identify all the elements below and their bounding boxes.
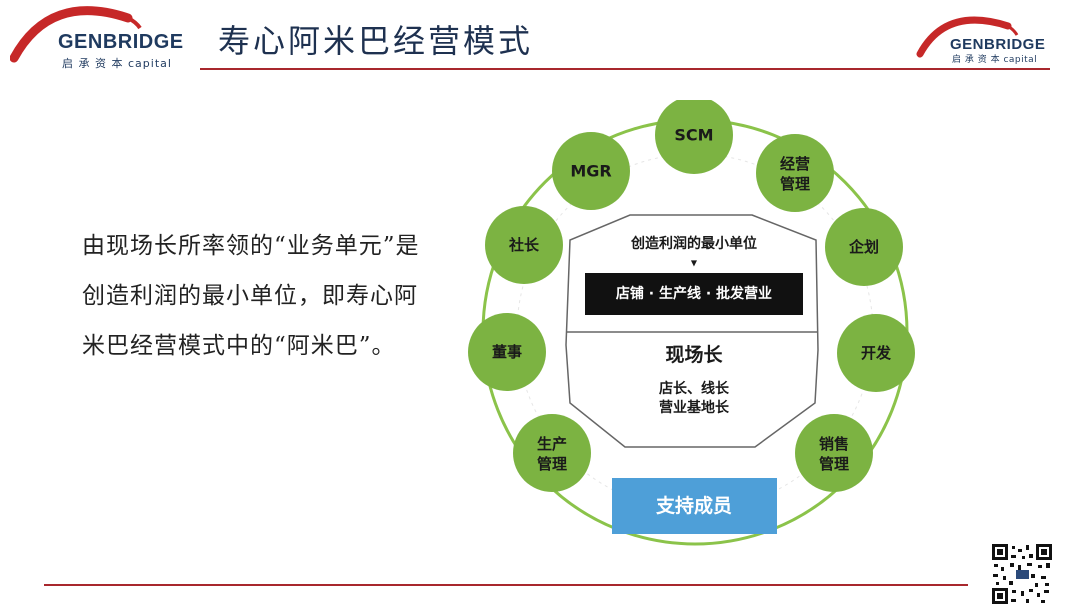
center-title: 现场长	[665, 344, 723, 366]
logo-arc-icon	[916, 16, 1019, 58]
node-president: 社长	[485, 206, 563, 284]
node-sales-management: 销售 管理	[795, 414, 873, 492]
amoeba-diagram: 创造利润的最小单位 ▼ 店铺 · 生产线 · 批发营业 现场长 店长、线长 营业…	[468, 100, 915, 546]
page-title: 寿心阿米巴经营模式	[218, 22, 534, 60]
node-development-label: 开发	[861, 344, 892, 362]
node-business-management-label-2: 管理	[780, 175, 810, 193]
qr-code-icon	[991, 543, 1053, 605]
support-members-box	[612, 478, 777, 534]
logo-subtitle: 启 承 资 本 capital	[62, 57, 172, 70]
title-divider	[200, 68, 1050, 70]
node-president-label: 社长	[508, 236, 540, 254]
node-planning-label: 企划	[848, 238, 879, 256]
description-text: 由现场长所率领的“业务单元”是创造利润的最小单位，即寿心阿米巴经营模式中的“阿米…	[82, 233, 420, 359]
node-business-management-label-1: 经营	[780, 155, 810, 173]
banner-box	[585, 273, 803, 315]
node-scm: SCM	[655, 100, 733, 174]
node-mgr: MGR	[552, 132, 630, 210]
logo-arc-icon	[10, 6, 142, 63]
banner-text: 店铺 · 生产线 · 批发营业	[616, 285, 772, 302]
node-board: 董事	[468, 313, 546, 391]
node-business-management: 经营 管理	[756, 134, 834, 212]
logo-name: GENBRIDGE	[58, 31, 184, 53]
node-mgr-label: MGR	[570, 162, 611, 181]
genbridge-logo-right: GENBRIDGE 启 承 资 本 capital	[916, 0, 1056, 66]
logo-subtitle: 启 承 资 本 capital	[952, 55, 1038, 65]
node-production-management-label-2: 管理	[537, 455, 567, 473]
node-production-management: 生产 管理	[513, 414, 591, 492]
support-members-label: 支持成员	[655, 494, 732, 517]
node-sales-management-label-2: 管理	[819, 455, 849, 473]
genbridge-logo-left: GENBRIDGE 启 承 资 本 capital	[10, 0, 200, 70]
top-label: 创造利润的最小单位	[630, 235, 757, 252]
node-board-label: 董事	[492, 343, 522, 361]
center-line-2: 营业基地长	[659, 399, 730, 416]
node-production-management-label-1: 生产	[537, 435, 567, 453]
down-arrow-icon: ▼	[691, 259, 698, 268]
logo-name: GENBRIDGE	[950, 36, 1046, 53]
node-scm-label: SCM	[674, 126, 713, 145]
node-sales-management-label-1: 销售	[819, 435, 849, 453]
center-line-1: 店长、线长	[659, 380, 730, 397]
node-development: 开发	[837, 314, 915, 392]
node-planning: 企划	[825, 208, 903, 286]
bottom-divider	[44, 584, 968, 586]
